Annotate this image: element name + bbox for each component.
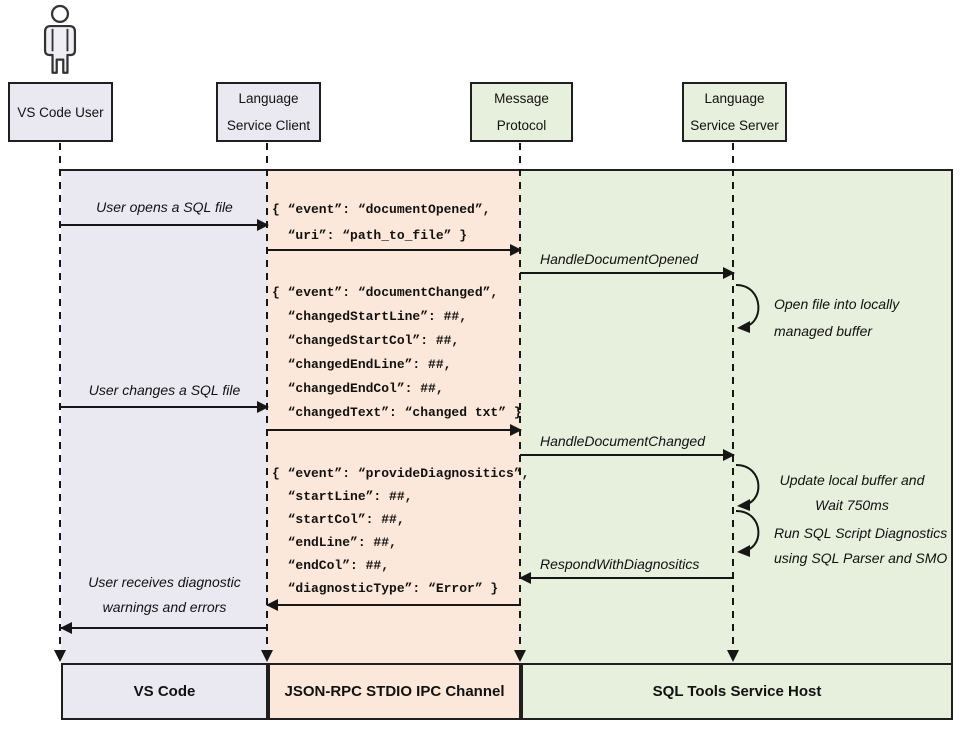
self-call-arrow-open-buffer bbox=[735, 284, 760, 333]
actor-label: Language Service Server bbox=[690, 91, 779, 133]
actor-box-language-service-server: Language Service Server bbox=[682, 82, 787, 142]
json-payload-document-opened: { “event”: “documentOpened”, “uri”: “pat… bbox=[272, 202, 491, 243]
message-label-respond-diagnostics: RespondWithDiagnositics bbox=[540, 556, 700, 572]
lane-ipc-channel bbox=[268, 171, 521, 663]
lane-service-host bbox=[521, 171, 953, 663]
json-payload-provide-diagnostics: { “event”: “provideDiagnositics”, “start… bbox=[272, 466, 530, 596]
arrow-document-changed bbox=[267, 424, 522, 436]
person-icon bbox=[43, 4, 77, 74]
lifeline-end-arrow bbox=[261, 650, 273, 662]
lane-vscode bbox=[61, 171, 268, 663]
actor-label: VS Code User bbox=[17, 104, 104, 120]
bottom-label: JSON-RPC STDIO IPC Channel bbox=[284, 683, 505, 700]
message-label-open-file: User opens a SQL file bbox=[96, 199, 233, 215]
note-open-buffer: Open file into locally managed buffer bbox=[774, 296, 900, 339]
lifeline-user bbox=[59, 143, 61, 652]
note-update-buffer: Update local buffer and Wait 750ms bbox=[779, 472, 925, 513]
arrow-diagnostics-to-client bbox=[266, 599, 521, 611]
actor-box-language-service-client: Language Service Client bbox=[216, 82, 321, 142]
arrow-change-file bbox=[61, 401, 269, 413]
arrow-handle-changed bbox=[520, 449, 735, 461]
bottom-label: SQL Tools Service Host bbox=[652, 683, 822, 700]
actor-label: Message Protocol bbox=[494, 91, 549, 133]
bottom-box-ipc-channel: JSON-RPC STDIO IPC Channel bbox=[268, 663, 521, 720]
lifeline-end-arrow bbox=[54, 650, 66, 662]
actor-label: Language Service Client bbox=[226, 91, 311, 133]
self-call-arrow-update-buffer bbox=[735, 464, 760, 511]
arrow-document-opened bbox=[267, 244, 522, 256]
actor-box-message-protocol: Message Protocol bbox=[470, 82, 573, 142]
bottom-box-service-host: SQL Tools Service Host bbox=[521, 663, 953, 720]
bottom-label: VS Code bbox=[133, 683, 196, 700]
arrow-handle-opened bbox=[520, 267, 735, 279]
arrow-open-file bbox=[61, 219, 269, 231]
message-label-handle-opened: HandleDocumentOpened bbox=[540, 251, 698, 267]
arrow-respond-diagnostics bbox=[519, 572, 734, 584]
actor-box-vscode-user: VS Code User bbox=[8, 82, 113, 142]
message-label-handle-changed: HandleDocumentChanged bbox=[540, 433, 705, 449]
lifeline-end-arrow bbox=[514, 650, 526, 662]
note-run-diagnostics: Run SQL Script Diagnostics using SQL Par… bbox=[774, 525, 948, 566]
bottom-box-vscode: VS Code bbox=[61, 663, 268, 720]
lifeline-protocol bbox=[519, 143, 521, 652]
lifeline-end-arrow bbox=[727, 650, 739, 662]
self-call-arrow-run-diagnostics bbox=[735, 510, 760, 557]
lane-top-border bbox=[61, 169, 953, 171]
lifeline-client bbox=[266, 143, 268, 652]
json-payload-document-changed: { “event”: “documentChanged”, “changedSt… bbox=[272, 285, 522, 420]
message-label-change-file: User changes a SQL file bbox=[88, 382, 241, 398]
arrow-receive-diagnostics bbox=[60, 622, 268, 634]
message-label-receive-diagnostics: User receives diagnostic warnings and er… bbox=[88, 574, 241, 615]
lifeline-server bbox=[732, 143, 734, 652]
